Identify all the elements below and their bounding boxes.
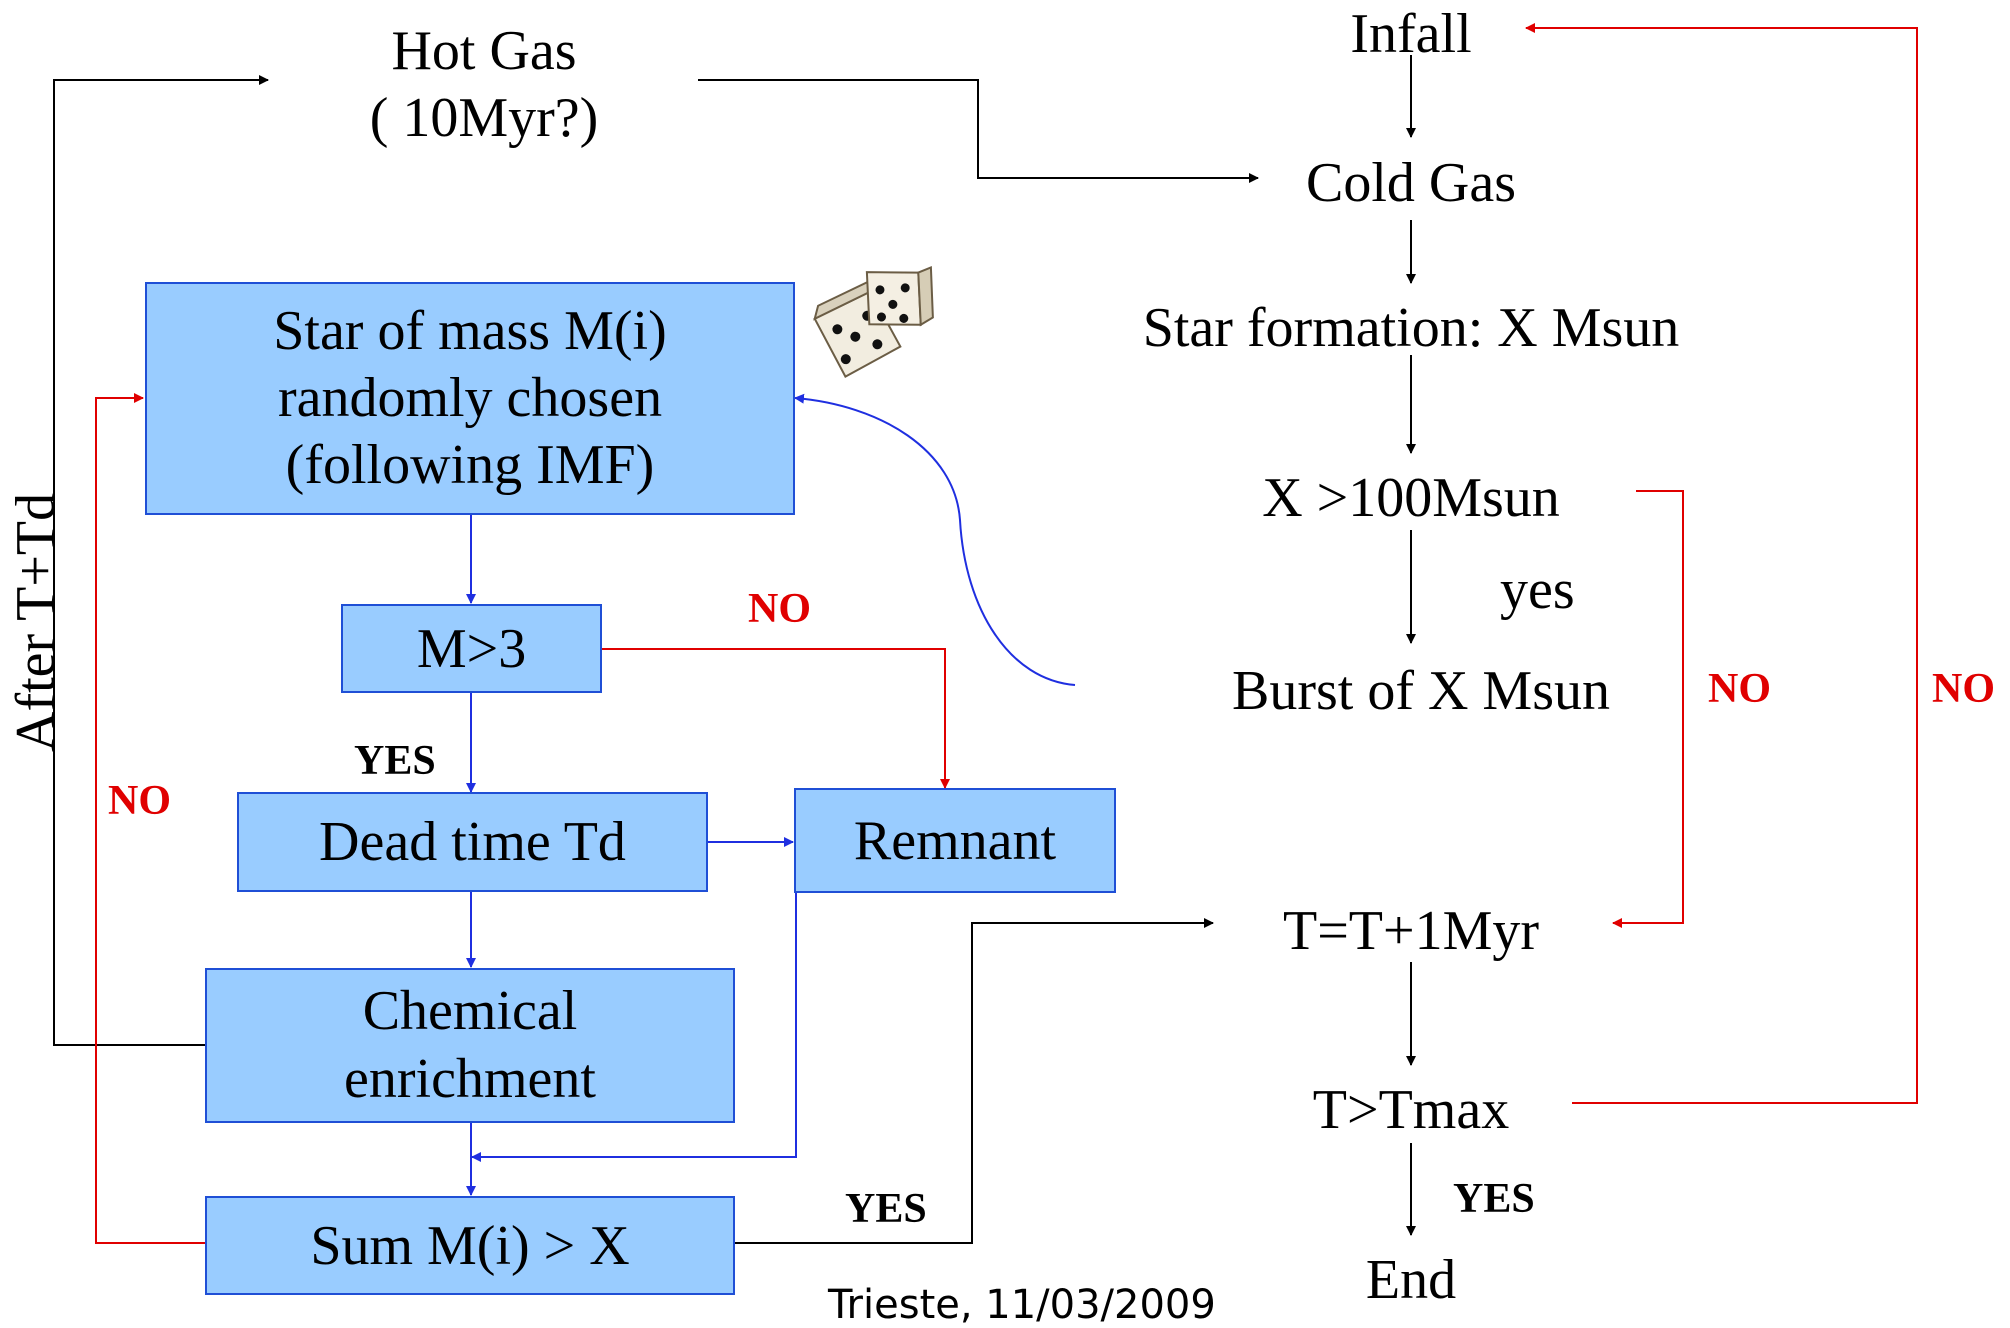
dice-icon <box>813 266 934 378</box>
dead-time-label: Dead time Td <box>319 811 626 873</box>
arrow-hotgas-to-coldgas <box>698 79 1259 183</box>
remnant-label: Remnant <box>853 809 1057 872</box>
infall-node: Infall <box>1350 3 1472 65</box>
m-greater-3-box: M>3 <box>341 604 602 693</box>
no-left-label: NO <box>108 778 171 824</box>
chemical-line-2: enrichment <box>344 1047 596 1110</box>
yes-x-label: yes <box>1500 559 1575 621</box>
arrow-chemical-to-hotgas <box>53 75 269 1046</box>
cold-gas-node: Cold Gas <box>1306 152 1516 214</box>
m-greater-3-label: M>3 <box>416 617 527 680</box>
no-right-label: NO <box>1932 666 1995 712</box>
arrow-xcheck-no-to-tupdate <box>1612 490 1684 928</box>
hot-gas-time: ( 10Myr?) <box>369 87 599 150</box>
t-check-node: T>Tmax <box>1312 1079 1510 1141</box>
footer-date: Trieste, 11/03/2009 <box>828 1282 1216 1328</box>
star-mass-box: Star of mass M(i) randomly chosen (follo… <box>145 282 795 515</box>
arrow-burst-to-star <box>794 393 1076 686</box>
dead-time-box: Dead time Td <box>237 792 708 892</box>
chemical-enrichment-box: Chemical enrichment <box>205 968 735 1123</box>
end-node: End <box>1365 1249 1457 1311</box>
chemical-line-1: Chemical <box>362 980 578 1043</box>
yes-tmax-label: YES <box>1453 1176 1535 1222</box>
no-x-label: NO <box>1708 666 1771 712</box>
hot-gas-label: Hot Gas <box>391 20 577 82</box>
star-formation-node: Star formation: X Msun <box>1142 297 1680 359</box>
no-m3-label: NO <box>748 586 811 632</box>
arrow-sum-to-tupdate <box>735 918 1214 1244</box>
star-mass-line-2: randomly chosen <box>277 366 663 429</box>
arrow-sum-no-to-star <box>95 393 205 1244</box>
t-update-node: T=T+1Myr <box>1282 900 1540 962</box>
sum-mass-label: Sum M(i) > X <box>310 1214 630 1277</box>
star-mass-line-3: (following IMF) <box>285 434 655 497</box>
yes-sum-label: YES <box>845 1186 927 1232</box>
remnant-box: Remnant <box>794 788 1116 893</box>
arrow-m3-no-to-remnant <box>602 648 950 789</box>
yes-m3-label: YES <box>354 738 436 784</box>
star-mass-line-1: Star of mass M(i) <box>273 299 667 362</box>
x-check-node: X >100Msun <box>1262 467 1560 529</box>
hot-gas-node: Hot Gas ( 10Myr?) <box>350 18 618 152</box>
arrow-remnant-to-sum <box>471 893 797 1162</box>
after-td-label: After T+Td <box>5 492 67 752</box>
arrow-tcheck-no-to-infall <box>1525 23 1918 1104</box>
burst-node: Burst of X Msun <box>1231 660 1611 722</box>
sum-mass-box: Sum M(i) > X <box>205 1196 735 1295</box>
